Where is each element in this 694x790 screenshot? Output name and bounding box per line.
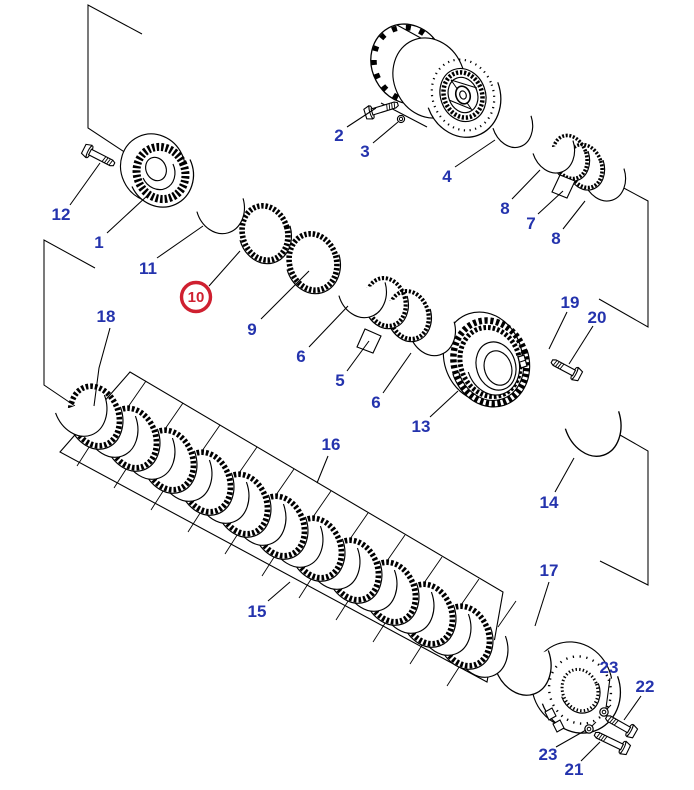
leader-line-8: [511, 169, 541, 200]
leader-line-8: [562, 200, 586, 230]
group-connector-line: [87, 4, 143, 162]
end-plate-drawing: [495, 650, 552, 696]
leader-line-12: [69, 162, 101, 206]
group-connector-line: [599, 430, 649, 586]
group-connector-line: [43, 239, 96, 407]
callout-22[interactable]: 22: [636, 677, 655, 696]
bolt-22-drawing: [604, 715, 639, 739]
leader-line-16: [316, 455, 329, 484]
callout-8[interactable]: 8: [500, 199, 509, 218]
callout-14[interactable]: 14: [540, 493, 559, 512]
bolt-20-drawing: [550, 359, 584, 382]
callout-16[interactable]: 16: [322, 435, 341, 454]
callout-11[interactable]: 11: [139, 259, 157, 278]
hub-cover-drawing: [530, 641, 622, 734]
callout-1[interactable]: 1: [94, 233, 103, 252]
leader-line-18: [93, 327, 111, 407]
callout-4[interactable]: 4: [442, 167, 452, 186]
leader-line-2: [346, 107, 377, 128]
callout-9[interactable]: 9: [247, 320, 256, 339]
callout-7[interactable]: 7: [526, 214, 535, 233]
callout-8[interactable]: 8: [551, 229, 560, 248]
leader-line-23: [555, 729, 587, 748]
callout-6[interactable]: 6: [296, 347, 305, 366]
roller-bearing-13-drawing: [442, 311, 531, 408]
spacer-ring-14-drawing: [564, 411, 622, 457]
callout-18[interactable]: 18: [97, 307, 116, 326]
leader-line-20: [568, 325, 594, 365]
highlight-circle[interactable]: [179, 280, 213, 314]
callout-layer: 1211110234878965613192014181615172322232…: [52, 107, 655, 779]
leader-line-6: [308, 305, 349, 348]
leader-line-10: [208, 250, 241, 287]
bolt-12-drawing: [80, 143, 116, 167]
callout-17[interactable]: 17: [540, 561, 559, 580]
leader-line-11: [156, 225, 204, 259]
callout-3[interactable]: 3: [360, 142, 369, 161]
group-connector-lines: [43, 4, 649, 586]
roller-bearing-1-drawing: [119, 133, 195, 208]
callout-13[interactable]: 13: [412, 417, 431, 436]
seal-ring-group-878: [532, 133, 627, 202]
callout-21[interactable]: 21: [565, 760, 584, 779]
callout-23[interactable]: 23: [539, 745, 558, 764]
seal-ring-10-drawing: [239, 203, 292, 265]
spring-washer-23-upper: [599, 704, 612, 717]
seal-ring-9-drawing: [286, 231, 341, 295]
leader-line-9: [260, 270, 310, 320]
leader-line-19: [548, 311, 568, 350]
callout-2[interactable]: 2: [334, 126, 343, 145]
callout-20[interactable]: 20: [588, 308, 607, 327]
leader-line-15: [267, 581, 291, 602]
group-connector-line: [598, 185, 649, 328]
leader-line-7: [537, 190, 564, 215]
callout-6[interactable]: 6: [371, 393, 380, 412]
callout-10[interactable]: 10: [188, 289, 205, 306]
pin-19-drawing: [517, 354, 528, 369]
bolt-2-drawing: [363, 101, 399, 120]
leader-line-14: [554, 457, 575, 493]
leader-line-5: [346, 340, 370, 372]
nut-3-drawing: [396, 114, 406, 124]
bolt-21-drawing: [593, 731, 632, 756]
callout-5[interactable]: 5: [335, 371, 344, 390]
callout-15[interactable]: 15: [248, 602, 267, 621]
friction-disc-stack: [55, 383, 509, 678]
leader-line-13: [429, 390, 459, 418]
callout-19[interactable]: 19: [561, 293, 580, 312]
leader-line-6: [382, 352, 412, 394]
ring-4-drawing: [492, 115, 534, 148]
seal-ring-group-656: [338, 276, 456, 357]
hub-carrier-assembly-drawing: [370, 23, 502, 138]
leader-line-1: [106, 195, 148, 234]
leader-line-17: [534, 581, 550, 627]
snap-ring-11-drawing: [196, 198, 245, 235]
leader-line-21: [580, 741, 601, 762]
leader-line-4: [454, 139, 496, 168]
callout-23[interactable]: 23: [600, 658, 619, 677]
leader-line-3: [372, 121, 399, 144]
leader-line-22: [623, 695, 642, 721]
leader-line-23: [605, 677, 611, 709]
spring-washer-23-lower: [584, 721, 597, 734]
callout-12[interactable]: 12: [52, 205, 71, 224]
